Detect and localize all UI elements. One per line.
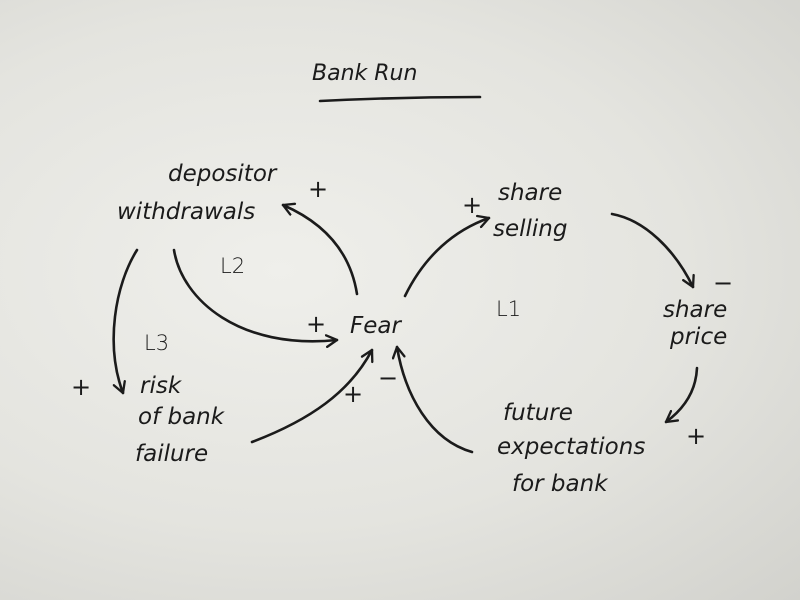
diagram-title: Bank Run [312, 61, 417, 86]
node-share-selling: share selling [493, 180, 567, 242]
node-depositor-withdrawals: depositor withdrawals [117, 161, 278, 225]
polarity-fear-to-withdrawals: + [308, 175, 328, 203]
node-risk-of-bank-failure: risk of bank failure [135, 373, 226, 467]
polarity-withdrawals-to-risk: + [71, 373, 91, 401]
polarity-fear-to-share-selling: + [462, 191, 482, 219]
node-label-line: price [669, 324, 727, 350]
node-label-line: future [503, 400, 573, 426]
polarity-share-selling-to-price: − [713, 269, 733, 297]
node-label-line: depositor [168, 161, 278, 187]
loop-label-l3: L3 [144, 331, 169, 355]
arrow-fear-to-withdrawals [281, 202, 359, 296]
title-underline [318, 95, 482, 103]
node-label-line: expectations [497, 434, 645, 460]
polarity-withdrawals-to-fear: + [306, 310, 326, 338]
node-label-line: withdrawals [117, 199, 255, 225]
node-share-price: share price [663, 297, 727, 350]
arrow-withdrawals-to-fear [172, 248, 339, 349]
node-label-line: for bank [512, 471, 609, 497]
polarity-risk-to-fear: + [343, 380, 363, 408]
arrow-fear-to-share-selling [403, 214, 491, 298]
polarity-price-to-expectations: + [686, 422, 706, 450]
arrow-withdrawals-to-risk [112, 248, 139, 395]
node-label-line: share [498, 180, 562, 206]
node-fear: Fear [350, 313, 402, 339]
arrow-expectations-to-fear [391, 345, 474, 454]
loop-label-l1: L1 [496, 297, 521, 321]
node-label-line: of bank [138, 404, 226, 430]
loop-label-l2: L2 [220, 254, 245, 278]
node-label-line: selling [493, 216, 567, 242]
arrow-risk-to-fear [250, 348, 374, 444]
node-future-expectations: future expectations for bank [497, 400, 645, 497]
node-label-line: share [663, 297, 727, 323]
arrow-price-to-expectations [664, 366, 699, 424]
polarity-expectations-to-fear: − [378, 364, 398, 392]
node-label-line: risk [140, 373, 183, 399]
node-label-line: failure [135, 441, 208, 467]
arrow-share-selling-to-price [610, 212, 695, 289]
